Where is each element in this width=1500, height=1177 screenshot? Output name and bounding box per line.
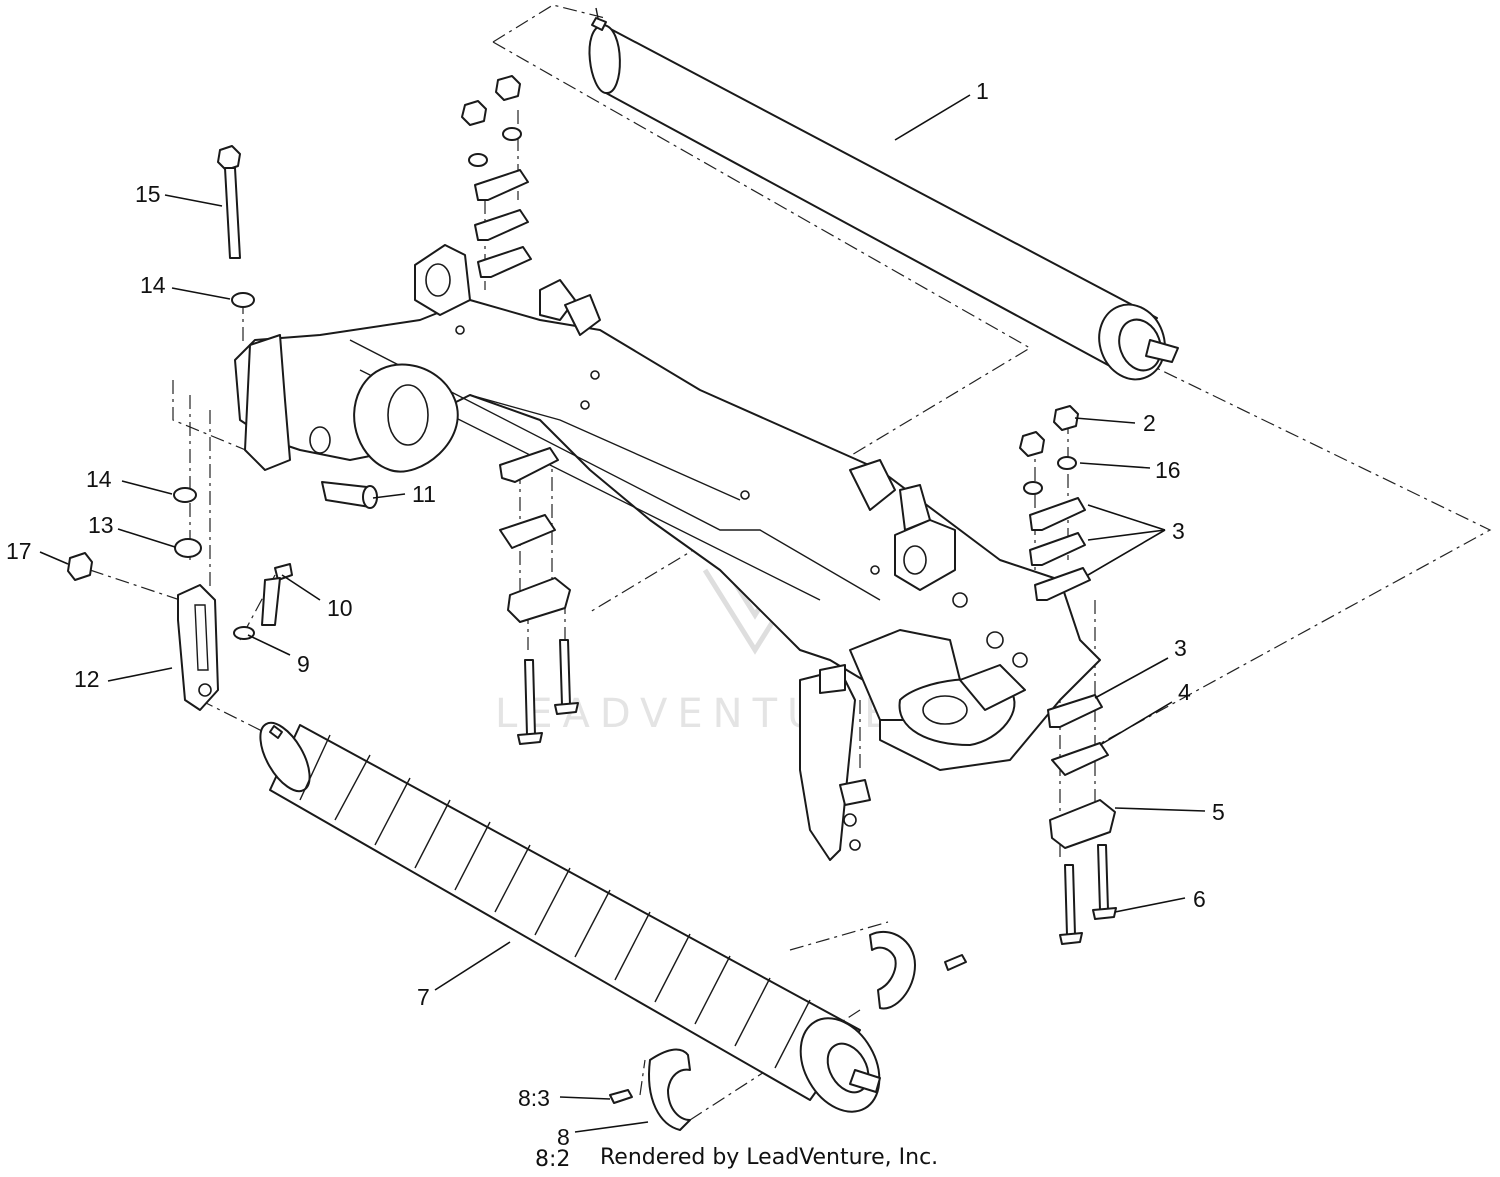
middle-bracket-stack xyxy=(499,447,579,745)
callout-4: 4 xyxy=(1178,679,1191,705)
callout-12: 12 xyxy=(74,666,100,692)
callout-1: 1 xyxy=(976,78,989,104)
callout-6: 6 xyxy=(1193,886,1206,912)
callout-2: 2 xyxy=(1143,410,1156,436)
callout-labels: 1 2 3 3 4 5 6 7 8 8:3 9 10 11 12 13 14 1… xyxy=(6,78,1225,1150)
callout-13: 13 xyxy=(88,512,114,538)
footer-code: 8:2 xyxy=(535,1147,570,1172)
callout-8: 8 xyxy=(557,1124,570,1150)
callout-14b: 14 xyxy=(140,272,166,298)
left-hardware xyxy=(67,145,378,711)
roller-part-1 xyxy=(588,7,1179,381)
roller-frame xyxy=(234,244,1101,861)
callout-5: 5 xyxy=(1212,799,1225,825)
callout-11: 11 xyxy=(412,481,436,507)
callout-9: 9 xyxy=(297,651,310,677)
leader-lines xyxy=(39,94,1206,1133)
callout-16: 16 xyxy=(1155,457,1181,483)
right-clamp-stack xyxy=(1019,405,1117,945)
callout-8-3: 8:3 xyxy=(518,1085,550,1111)
callout-3b: 3 xyxy=(1174,635,1187,661)
callout-7: 7 xyxy=(417,984,430,1010)
footer-credit: Rendered by LeadVenture, Inc. xyxy=(600,1145,938,1170)
callout-14: 14 xyxy=(86,466,112,492)
callout-15: 15 xyxy=(135,181,161,207)
upper-clamp-stack xyxy=(461,75,532,278)
callout-3: 3 xyxy=(1172,518,1185,544)
callout-17: 17 xyxy=(6,538,32,564)
callout-10: 10 xyxy=(327,595,353,621)
spiral-roller-part-7 xyxy=(259,721,967,1131)
